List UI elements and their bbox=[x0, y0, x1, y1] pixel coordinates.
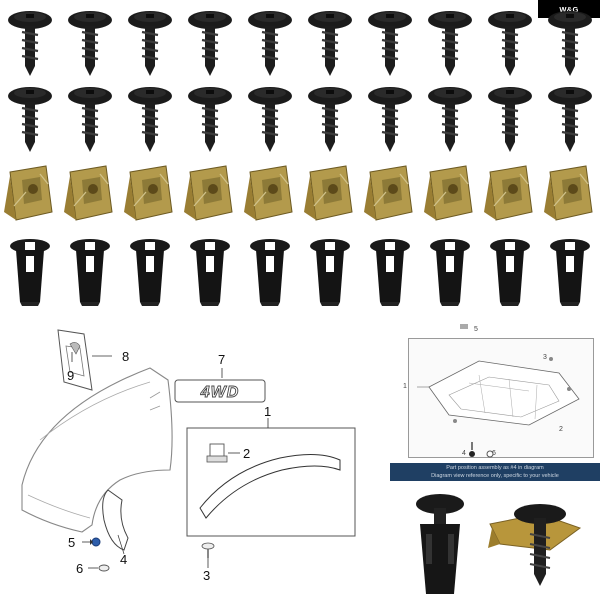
r-callout-5: 5 bbox=[474, 326, 478, 333]
black-flange-screw-icon bbox=[368, 11, 412, 76]
zinc-speed-nut-clip-icon bbox=[484, 165, 533, 221]
callout-4: 4 bbox=[120, 552, 128, 567]
black-flange-screw-icon bbox=[248, 11, 292, 76]
black-flange-screw-icon bbox=[308, 87, 352, 152]
closeup-screw-head bbox=[416, 494, 464, 514]
black-push-retainer-icon bbox=[130, 239, 170, 306]
zinc-speed-nut-clip-icon bbox=[184, 165, 233, 221]
black-flange-screw-icon bbox=[428, 11, 472, 76]
brand-logo-text: W&G bbox=[559, 4, 579, 14]
r-callout-6: 6 bbox=[492, 450, 496, 457]
underbody-diagram: 1 2 3 5 4 6 Part position assembly as #4… bbox=[390, 320, 600, 600]
black-flange-screw-icon bbox=[488, 87, 532, 152]
fastener-5-icon bbox=[91, 537, 101, 547]
underbody-shield-drawing bbox=[417, 357, 580, 426]
zinc-speed-nut-clip-icon bbox=[424, 165, 473, 221]
black-flange-screw-icon bbox=[8, 87, 52, 152]
black-push-retainer-icon bbox=[430, 239, 470, 306]
fender-drawing: 4WD bbox=[21, 329, 356, 572]
black-flange-screw-icon bbox=[8, 11, 52, 76]
mirror-cover-part bbox=[57, 329, 93, 391]
zinc-speed-nut-clip-icon bbox=[124, 165, 173, 221]
underbody-panel: 1 2 3 bbox=[403, 338, 594, 458]
black-flange-screw-icon bbox=[128, 11, 172, 76]
caption-bar: Part position assembly as #4 in diagram … bbox=[390, 463, 600, 481]
caption-line-2: Diagram view reference only, specific to… bbox=[431, 473, 559, 479]
fastener-6-icon bbox=[98, 564, 110, 572]
r-callout-3: 3 bbox=[543, 354, 547, 361]
r-callout-2: 2 bbox=[559, 426, 563, 433]
black-flange-screw-icon bbox=[188, 11, 232, 76]
callout-6: 6 bbox=[76, 561, 84, 576]
callout-2: 2 bbox=[243, 446, 251, 461]
zinc-speed-nut-clip-icon bbox=[544, 165, 593, 221]
callout-9: 9 bbox=[67, 368, 75, 383]
callout-3: 3 bbox=[203, 568, 211, 583]
black-flange-screw-icon bbox=[248, 87, 292, 152]
fender-outline bbox=[21, 367, 173, 533]
r-callout-4: 4 bbox=[462, 450, 466, 457]
screw-4-icon bbox=[469, 451, 475, 457]
black-push-retainer-icon bbox=[550, 239, 590, 306]
black-flange-screw-icon bbox=[128, 87, 172, 152]
fender-flare-part bbox=[199, 454, 341, 519]
callout-1: 1 bbox=[264, 404, 272, 419]
fastener-closeup bbox=[416, 494, 582, 594]
black-push-retainer-icon bbox=[490, 239, 530, 306]
zinc-speed-nut-clip-icon bbox=[244, 165, 293, 221]
badge-4wd-text: 4WD bbox=[200, 384, 240, 401]
splash-guard-part bbox=[102, 489, 129, 551]
black-flange-screw-icon bbox=[428, 87, 472, 152]
product-grid bbox=[4, 11, 593, 306]
black-flange-screw-icon bbox=[368, 87, 412, 152]
zinc-speed-nut-clip-icon bbox=[64, 165, 113, 221]
caption-line-1: Part position assembly as #4 in diagram bbox=[446, 465, 544, 471]
closeup-flange-screw-head bbox=[514, 504, 566, 524]
black-flange-screw-icon bbox=[488, 11, 532, 76]
black-push-retainer-icon bbox=[310, 239, 350, 306]
black-push-retainer-icon bbox=[70, 239, 110, 306]
black-flange-screw-icon bbox=[68, 11, 112, 76]
zinc-speed-nut-clip-icon bbox=[364, 165, 413, 221]
screw-3-icon bbox=[201, 542, 215, 550]
black-push-retainer-icon bbox=[370, 239, 410, 306]
black-flange-screw-icon bbox=[548, 87, 592, 152]
callout-8: 8 bbox=[122, 349, 130, 364]
clip-6-icon bbox=[486, 450, 494, 458]
black-flange-screw-icon bbox=[548, 11, 592, 76]
black-push-retainer-icon bbox=[190, 239, 230, 306]
black-flange-screw-icon bbox=[68, 87, 112, 152]
callout-7: 7 bbox=[218, 352, 226, 367]
black-push-retainer-icon bbox=[10, 239, 50, 306]
black-push-retainer-icon bbox=[250, 239, 290, 306]
callout-5: 5 bbox=[68, 535, 76, 550]
zinc-speed-nut-clip-icon bbox=[304, 165, 353, 221]
r-callout-1: 1 bbox=[403, 383, 407, 390]
badge-4wd-part bbox=[174, 379, 266, 403]
black-flange-screw-icon bbox=[308, 11, 352, 76]
zinc-speed-nut-clip-icon bbox=[4, 165, 53, 221]
black-flange-screw-icon bbox=[188, 87, 232, 152]
fender-diagram: 4WD 1 2 3 4 5 6 7 8 9 bbox=[0, 320, 380, 600]
